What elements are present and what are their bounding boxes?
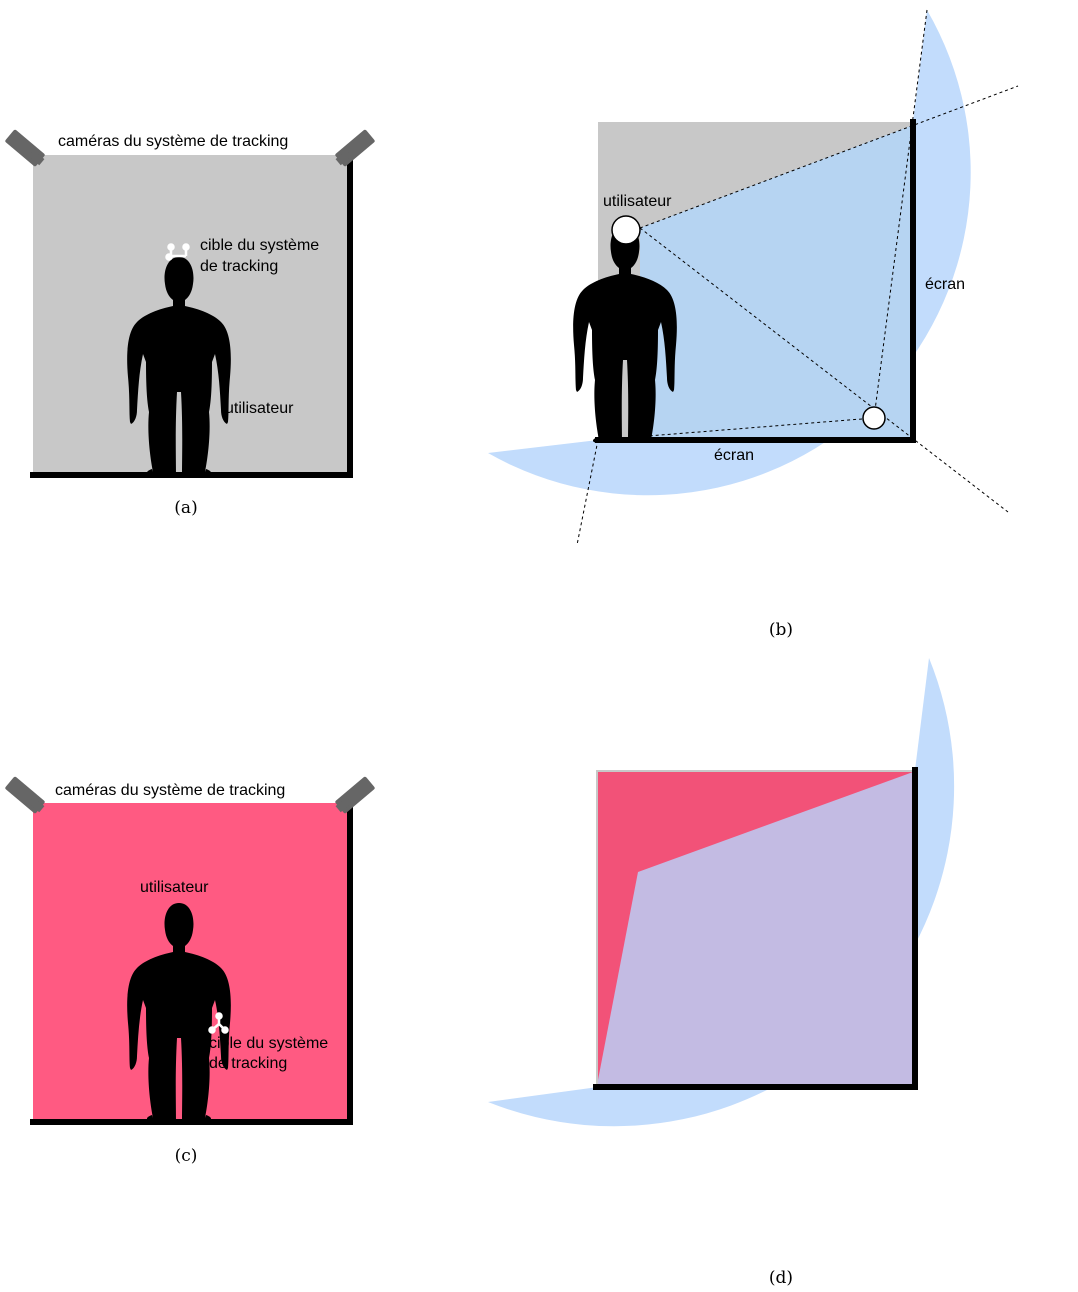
room-wall (30, 800, 353, 1125)
caption-a: (a) (174, 498, 197, 518)
user-label: utilisateur (225, 400, 294, 417)
panel-b: utilisateur écran écran (b) (488, 9, 1019, 640)
target-label-line2: de tracking (200, 258, 278, 275)
screen-right-label: écran (925, 276, 965, 293)
user-label: utilisateur (603, 193, 672, 210)
target-label-line2: de tracking (209, 1055, 287, 1072)
cameras-label: caméras du système de tracking (58, 133, 288, 150)
screen-bottom-label: écran (714, 447, 754, 464)
camera-icon (4, 129, 47, 169)
caption-d: (d) (769, 1268, 793, 1288)
user-head-top-view (611, 215, 641, 245)
screen-wall (595, 119, 916, 443)
room-wall (30, 152, 353, 478)
projection-field (488, 10, 971, 496)
camera-icon (4, 776, 47, 816)
user-label: utilisateur (140, 879, 209, 896)
panel-c: caméras du système de tracking utilisate… (4, 776, 376, 1166)
caption-b: (b) (769, 620, 793, 640)
view-frustum (598, 125, 913, 440)
caption-c: (c) (175, 1146, 198, 1166)
target-label-line1: cible du système (209, 1035, 328, 1052)
panel-d: (d) (488, 658, 955, 1288)
overlap-region (598, 772, 913, 1087)
room-floor-gray (598, 122, 913, 440)
cameras-label: caméras du système de tracking (55, 782, 285, 799)
tracking-target-icon (208, 1012, 229, 1034)
panel-a: caméras du système de tracking cible du … (4, 129, 376, 518)
screen-wall (593, 767, 918, 1090)
camera-icon (333, 129, 376, 169)
user-head-top-view (862, 406, 886, 430)
target-label-line1: cible du système (200, 237, 319, 254)
tracking-target-icon (165, 243, 190, 261)
camera-icon (333, 776, 376, 816)
